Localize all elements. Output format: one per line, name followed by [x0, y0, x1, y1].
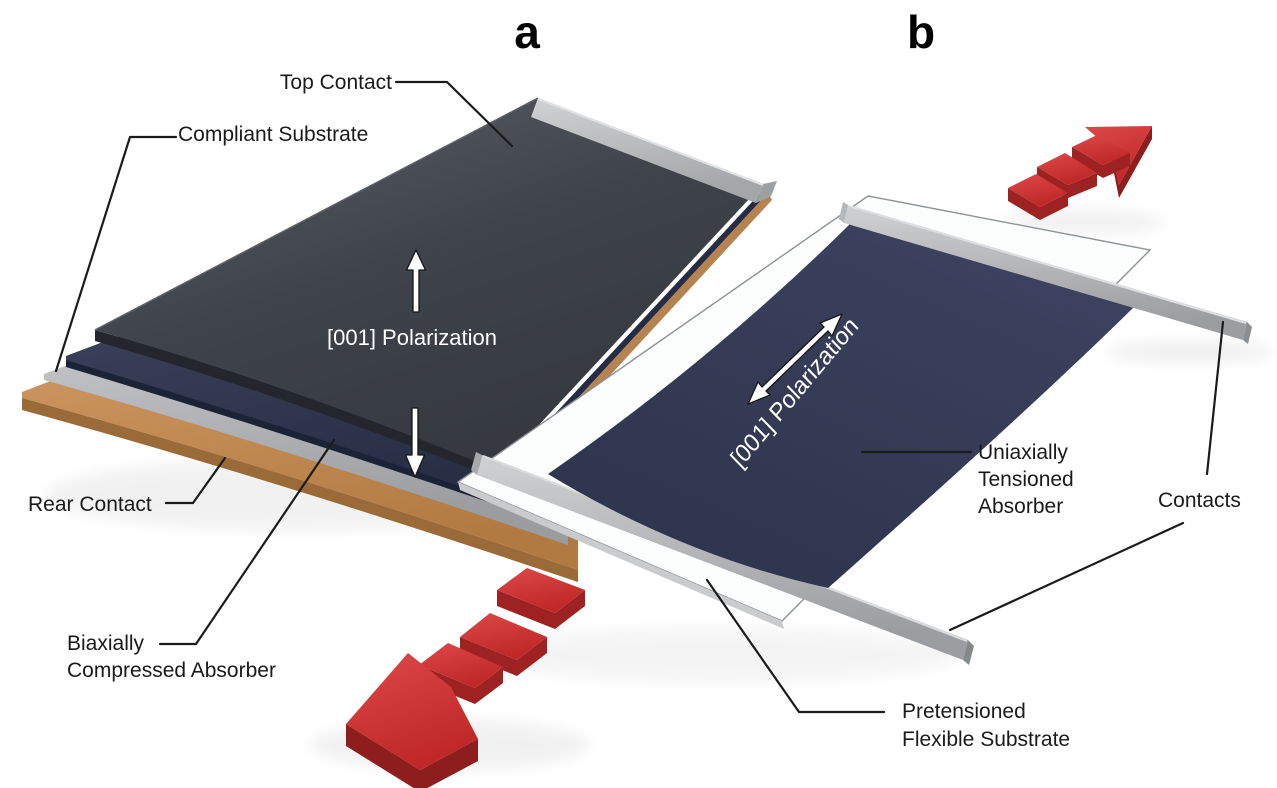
leader-rear-contact — [164, 456, 227, 505]
leader-lines — [54, 80, 1225, 714]
compressed-absorber-edge — [66, 360, 561, 527]
panel-b-strain-arrow-icon — [1008, 126, 1152, 220]
rear-contact-layer — [22, 362, 578, 570]
top-contact-strip-end — [756, 181, 777, 203]
panel-a-polarization-label: [001] Polarization — [327, 325, 497, 350]
label-uniaxially: Uniaxially — [978, 441, 1068, 464]
leader-biaxially-absorber — [158, 438, 336, 646]
panel-b-letter: b — [907, 6, 935, 58]
labels: a b Top Contact Compliant Substrate Rear… — [28, 6, 1241, 751]
label-absorber: Absorber — [978, 495, 1063, 518]
flexible-substrate-sheet-edge — [458, 482, 784, 629]
leader-contacts-bottom — [948, 521, 1185, 632]
top-contact-bar — [839, 202, 1252, 344]
top-contact-strip — [531, 98, 763, 203]
polarization-double-arrow-icon — [747, 313, 843, 405]
leader-contacts-top — [1205, 320, 1225, 476]
label-rear-contact: Rear Contact — [28, 493, 152, 516]
top-contact-strip-bevel — [537, 98, 764, 186]
panel-a-letter: a — [514, 6, 540, 58]
tensioned-absorber-membrane — [548, 221, 1135, 588]
panel-a-device: [001] Polarization — [22, 97, 777, 582]
polarization-up-arrow-icon — [405, 249, 427, 313]
top-slab-bevel — [94, 97, 539, 331]
leader-compliant-substrate — [54, 135, 178, 373]
label-contacts: Contacts — [1158, 489, 1241, 512]
label-pretensioned: Pretensioned — [902, 700, 1026, 723]
panel-a-strain-arrow-icon — [346, 568, 585, 788]
panel-b-device: [001] Polarization — [456, 195, 1252, 665]
label-biaxially: Biaxially — [67, 632, 145, 655]
leader-flexible-substrate — [705, 578, 886, 714]
polarization-down-arrow-icon — [404, 407, 426, 478]
top-slab-face — [95, 98, 763, 470]
label-tensioned: Tensioned — [978, 468, 1074, 491]
label-compressed-absorber: Compressed Absorber — [67, 659, 276, 682]
leader-top-contact — [394, 80, 514, 148]
top-slab-side-edge — [95, 330, 499, 480]
compressed-absorber-layer — [66, 328, 560, 520]
label-compliant-substrate: Compliant Substrate — [178, 123, 368, 146]
label-top-contact: Top Contact — [280, 71, 392, 94]
label-flexible-substrate: Flexible Substrate — [902, 728, 1070, 751]
